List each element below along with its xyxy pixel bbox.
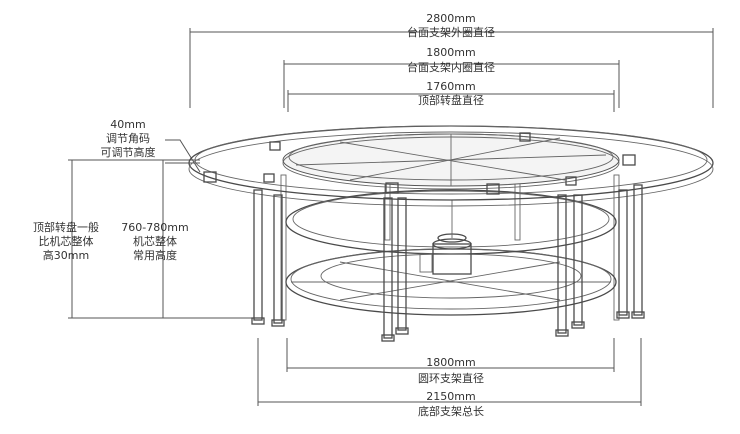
dim-top-outer-desc: 台面支架外圈直径: [407, 25, 495, 39]
leg-feet: [251, 311, 645, 342]
dim-turntable-value: 1760mm: [426, 80, 475, 93]
dim-turntable: 1760mm 顶部转盘直径: [287, 80, 615, 112]
turntable-note: 顶部转盘一般 比机芯整体 高30mm: [33, 220, 99, 262]
dim-ring-frame-value: 1800mm: [426, 356, 475, 369]
turntable-note-line1: 顶部转盘一般: [33, 220, 99, 234]
middle-ring: [285, 189, 617, 255]
inner-top-ring: [282, 133, 620, 190]
dim-bracket: 40mm 调节角码 可调节高度: [101, 118, 201, 173]
dim-base-length: 2150mm 底部支架总长: [257, 338, 642, 418]
dim-turntable-desc: 顶部转盘直径: [418, 93, 484, 107]
dim-bracket-value: 40mm: [110, 118, 145, 131]
table-frame: [188, 125, 714, 342]
dim-core-height-desc1: 机芯整体: [133, 234, 177, 248]
dim-top-inner-desc: 台面支架内圈直径: [407, 60, 495, 74]
front-legs: [253, 184, 643, 339]
dim-top-outer-value: 2800mm: [426, 12, 475, 25]
dim-bracket-desc2: 可调节高度: [101, 145, 156, 159]
dim-base-length-value: 2150mm: [426, 390, 475, 403]
dim-top-inner: 1800mm 台面支架内圈直径: [283, 46, 620, 108]
dim-core-height-value: 760-780mm: [121, 221, 188, 234]
motor-core: [419, 200, 472, 275]
dim-ring-frame: 1800mm 圆环支架直径: [286, 338, 615, 385]
top-brackets: [203, 132, 636, 195]
dim-top-outer: 2800mm 台面支架外圈直径: [189, 12, 714, 108]
outer-top-ring: [188, 125, 714, 207]
dim-ring-frame-desc: 圆环支架直径: [418, 371, 484, 385]
dim-core-height-desc2: 常用高度: [133, 248, 177, 262]
dim-core-height: 760-780mm 机芯整体 常用高度: [68, 159, 260, 319]
dim-top-inner-value: 1800mm: [426, 46, 475, 59]
turntable-note-line2: 比机芯整体: [39, 234, 94, 248]
dim-bracket-desc1: 调节角码: [106, 132, 150, 145]
turntable-note-line3: 高30mm: [43, 248, 89, 262]
dim-base-length-desc: 底部支架总长: [418, 404, 484, 418]
